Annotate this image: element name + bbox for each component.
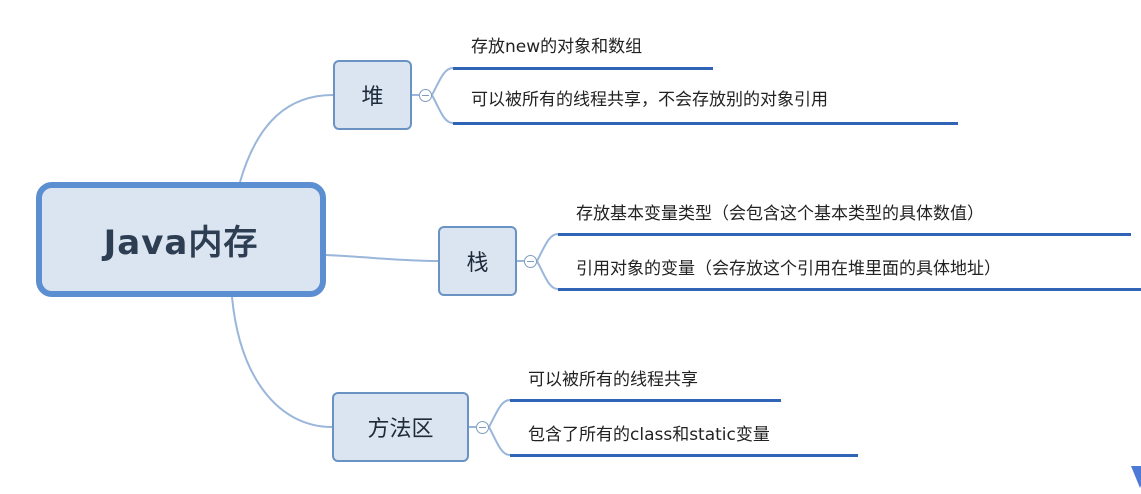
branch-node-method-area[interactable]: 方法区 bbox=[332, 392, 469, 462]
heap-item-1[interactable]: 存放new的对象和数组 bbox=[471, 37, 643, 57]
heap-item-2[interactable]: 可以被所有的线程共享，不会存放别的对象引用 bbox=[471, 90, 828, 110]
connector-root-method bbox=[231, 296, 333, 428]
heap-item-2-underline bbox=[453, 122, 958, 125]
branch-node-method-area-label: 方法区 bbox=[367, 417, 434, 442]
branch-node-heap-label: 堆 bbox=[361, 85, 384, 110]
branch-node-stack-label: 栈 bbox=[466, 251, 489, 276]
connector-stack-item-1 bbox=[536, 233, 559, 262]
connector-heap-item-1 bbox=[431, 67, 454, 96]
method-area-item-2[interactable]: 包含了所有的class和static变量 bbox=[528, 425, 770, 445]
connector-heap-item-2 bbox=[431, 94, 454, 124]
stack-item-1[interactable]: 存放基本变量类型（会包含这个基本类型的具体数值） bbox=[576, 204, 984, 224]
branch-node-heap[interactable]: 堆 bbox=[333, 60, 412, 130]
stack-item-2[interactable]: 引用对象的变量（会存放这个引用在堆里面的具体地址） bbox=[576, 259, 1001, 279]
connector-root-stack bbox=[325, 254, 439, 262]
collapse-minus-icon[interactable] bbox=[419, 89, 432, 102]
root-node[interactable]: Java内存 bbox=[36, 182, 326, 297]
collapse-minus-icon[interactable] bbox=[524, 255, 537, 268]
collapse-minus-icon[interactable] bbox=[476, 421, 489, 434]
connector-stack-item-2 bbox=[536, 260, 559, 290]
stack-item-2-underline bbox=[558, 288, 1141, 291]
method-area-item-2-underline bbox=[510, 454, 858, 457]
branch-node-stack[interactable]: 栈 bbox=[438, 226, 517, 296]
method-area-item-1[interactable]: 可以被所有的线程共享 bbox=[528, 370, 698, 390]
connector-root-heap bbox=[239, 94, 334, 183]
connector-method-item-2 bbox=[488, 426, 511, 456]
method-area-item-1-underline bbox=[510, 399, 781, 402]
heap-item-1-underline bbox=[453, 67, 713, 70]
scroll-arrow-icon bbox=[1131, 466, 1141, 488]
root-node-label: Java内存 bbox=[103, 223, 259, 263]
connector-method-item-1 bbox=[488, 399, 511, 428]
stack-item-1-underline bbox=[558, 233, 1131, 236]
